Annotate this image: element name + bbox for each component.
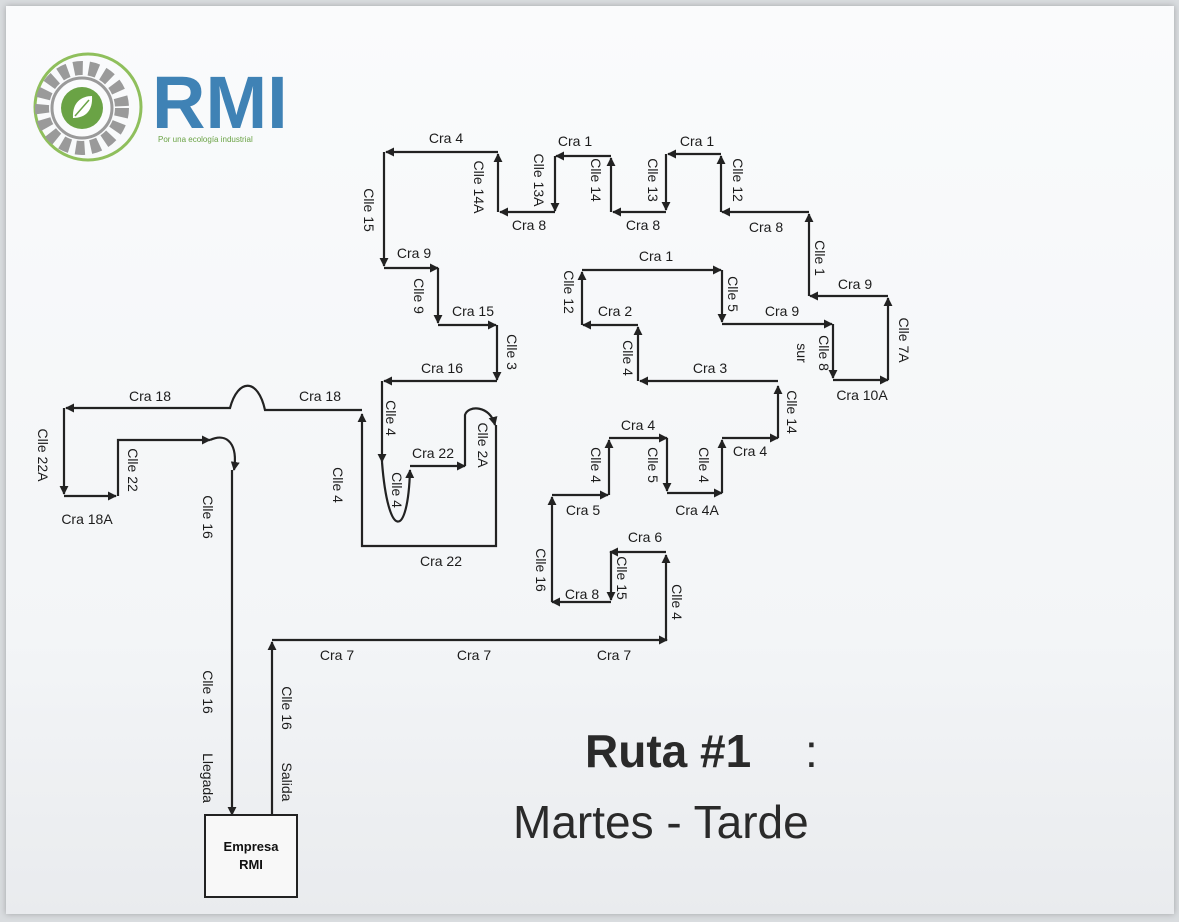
street-label: Clle 1 [812,240,828,276]
street-label: Cra 4A [675,502,719,518]
street-label: Cra 22 [412,445,454,461]
route-title-colon: : [805,725,818,777]
street-label: Cra 22 [420,553,462,569]
logo-name: RMI [152,61,288,144]
street-label: Clle 8 [816,335,832,371]
street-label: Clle 16 [533,548,549,592]
street-label: Clle 7A [896,317,912,363]
street-label: Cra 6 [628,529,662,545]
street-label: Clle 9 [411,278,427,314]
street-label: Clle 16 [279,686,295,730]
street-label: Cra 18 [299,388,341,404]
paper-sheet [6,6,1174,914]
street-label: Clle 4 [389,472,405,508]
street-label: Clle 4 [383,400,399,436]
street-label: Cra 8 [512,217,546,233]
street-label: Clle 5 [725,276,741,312]
leaf-icon [72,96,93,118]
street-label: Cra 8 [626,217,660,233]
street-label: Cra 4 [733,443,767,459]
street-label: Cra 4 [429,130,463,146]
street-label: Cra 9 [397,245,431,261]
street-label: Cra 10A [836,387,888,403]
street-label: Clle 4 [588,447,604,483]
logo-tagline: Por una ecología industrial [158,135,253,144]
street-label: Clle 13 [645,158,661,202]
street-label: Cra 7 [597,647,631,663]
street-label: Cra 2 [598,303,632,319]
street-label: Clle 2A [475,422,491,468]
building-line-2: RMI [239,857,263,872]
street-label: Clle 4 [669,584,685,620]
street-label: Clle 3 [504,334,520,370]
street-label: Clle 13A [531,154,547,208]
street-label: Clle 4 [696,447,712,483]
street-labels: Cra 4 Cra 1 Cra 1 Cra 8 Cra 8 Cra 8 Cra … [35,130,912,803]
street-label: Clle 12 [561,270,577,314]
route-arrow [463,407,498,466]
street-label: Clle 16 [200,495,216,539]
route-arrow [116,435,211,496]
street-label: Clle 15 [361,188,377,232]
street-label: Cra 16 [421,360,463,376]
street-label: Cra 18 [129,388,171,404]
street-label: Cra 15 [452,303,494,319]
route-arrow [380,461,415,523]
street-label: Cra 8 [565,586,599,602]
street-label: Clle 15 [614,556,630,600]
street-label: Clle 4 [330,467,346,503]
street-label: Cra 9 [838,276,872,292]
street-label: Cra 1 [639,248,673,264]
street-label: Clle 4 [620,340,636,376]
route-subtitle: Martes - Tarde [513,796,809,848]
street-label: Cra 7 [457,647,491,663]
street-label: Clle 14 [784,390,800,434]
route-arrow [209,436,240,471]
street-label: Cra 1 [558,133,592,149]
street-label: Clle 22A [35,429,51,483]
route-lines [59,147,893,816]
empresa-rmi-building: Empresa RMI [204,814,298,898]
street-label: Cra 4 [621,417,655,433]
route-arrow [65,384,362,413]
street-label: Clle 12 [730,158,746,202]
street-label: Cra 1 [680,133,714,149]
street-label: Cra 18A [61,511,113,527]
street-label: sur [794,343,810,363]
arrival-label: Llegada [200,753,216,803]
route-title-block: Ruta #1 : Martes - Tarde [513,725,818,848]
street-label: Clle 14 [588,158,604,202]
street-label: Cra 9 [765,303,799,319]
street-label: Clle 22 [125,448,141,492]
street-label: Clle 16 [200,670,216,714]
departure-label: Salida [279,763,295,802]
building-line-1: Empresa [224,839,280,854]
street-label: Cra 5 [566,502,600,518]
street-label: Clle 14A [471,161,487,215]
route-title: Ruta #1 [585,725,751,777]
route-arrow [357,413,498,548]
rmi-logo: RMI Por una ecología industrial [33,52,288,162]
street-label: Cra 8 [749,219,783,235]
street-label: Cra 3 [693,360,727,376]
street-label: Cra 7 [320,647,354,663]
street-label: Clle 5 [645,447,661,483]
